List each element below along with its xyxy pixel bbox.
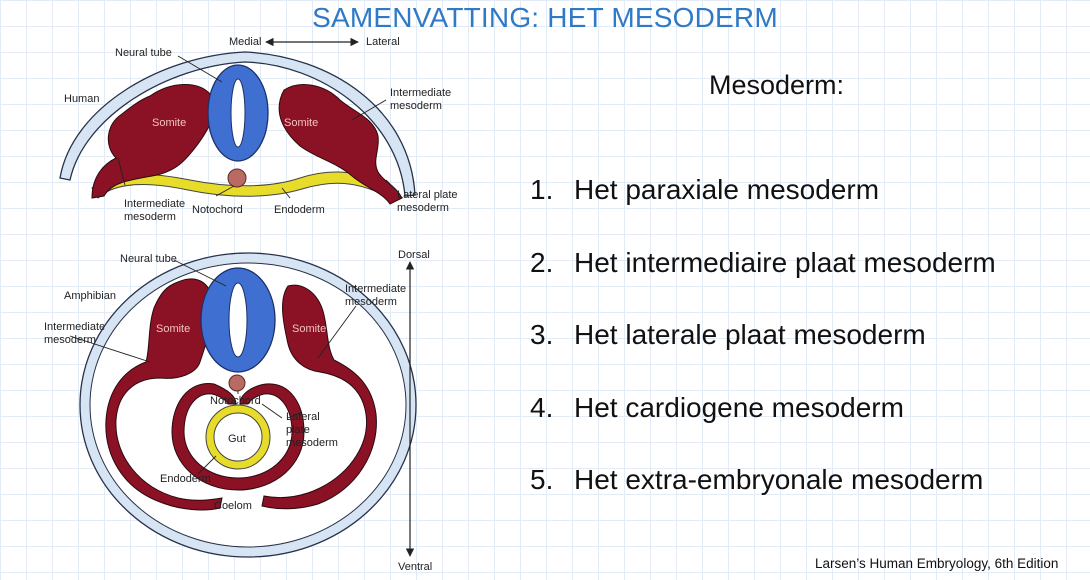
amphibian-species-label: Amphibian xyxy=(64,290,116,302)
axis-lateral-label: Lateral xyxy=(366,36,400,48)
amphibian-im-right-label-1: Intermediate xyxy=(345,283,406,295)
human-notochord xyxy=(227,168,247,188)
amphibian-notochord-label: Notochord xyxy=(210,395,261,407)
human-im-right-label-2: mesoderm xyxy=(390,100,442,112)
amphibian-neural-tube-label: Neural tube xyxy=(120,253,177,265)
human-lateral-plate-label-1: Lateral plate xyxy=(397,189,458,201)
human-embryo-diagram: Medial Lateral Human Neural tube Somite … xyxy=(59,36,458,223)
human-neural-canal xyxy=(230,78,246,148)
amphibian-notochord xyxy=(228,374,246,392)
human-species-label: Human xyxy=(64,93,99,105)
amphibian-im-left-label-2: mesoderm xyxy=(44,334,96,346)
list-item: 5.Het extra-embryonale mesoderm xyxy=(530,464,984,495)
amphibian-endoderm-label: Endoderm xyxy=(160,473,211,485)
human-neural-tube-label: Neural tube xyxy=(115,47,172,59)
amphibian-gut-label: Gut xyxy=(228,433,246,445)
amphibian-lateral-plate-label-3: mesoderm xyxy=(286,437,338,449)
human-notochord-label: Notochord xyxy=(192,204,243,216)
human-ectoderm xyxy=(59,51,416,197)
list-item-label: Het cardiogene mesoderm xyxy=(574,391,904,423)
amphibian-lateral-plate-label-1: Lateral xyxy=(286,411,320,423)
list-item-label: Het intermediaire plaat mesoderm xyxy=(574,246,996,278)
amphibian-splanchnic-mesoderm xyxy=(171,383,305,491)
list-item: 2.Het intermediaire plaat mesoderm xyxy=(530,246,996,278)
human-somite-right-label: Somite xyxy=(284,117,318,129)
mesoderm-heading: Mesoderm: xyxy=(709,70,845,100)
human-lateral-plate-label-2: mesoderm xyxy=(397,202,449,214)
amphibian-coelom-label: Coelom xyxy=(214,500,252,512)
list-item: 1.Het paraxiale mesoderm xyxy=(530,174,880,205)
amphibian-left-mesoderm xyxy=(105,278,223,511)
amphibian-neural-canal xyxy=(228,282,248,358)
axis-ventral-label: Ventral xyxy=(398,561,432,573)
amphibian-somite-left-label: Somite xyxy=(156,323,190,335)
human-im-left-label-1: Intermediate xyxy=(124,198,185,210)
source-citation: Larsen’s Human Embryology, 6th Edition xyxy=(815,556,1059,571)
list-item-label: Het laterale plaat mesoderm xyxy=(574,319,926,350)
human-somite-left-label: Somite xyxy=(152,117,186,129)
amphibian-im-right-label-2: mesoderm xyxy=(345,296,397,308)
amphibian-gut-lumen xyxy=(213,412,263,462)
axis-dorsal-label: Dorsal xyxy=(398,249,430,261)
amphibian-somite-right-label: Somite xyxy=(292,323,326,335)
human-im-right-label-1: Intermediate xyxy=(390,87,451,99)
amphibian-embryo-diagram: Dorsal Ventral Amphibian Neural tube Som… xyxy=(44,249,432,573)
mesoderm-diagrams: Medial Lateral Human Neural tube Somite … xyxy=(44,36,458,573)
list-item: 3.Het laterale plaat mesoderm xyxy=(530,319,926,350)
human-im-left-label-2: mesoderm xyxy=(124,211,176,223)
list-item-label: Het paraxiale mesoderm xyxy=(574,174,880,205)
human-endoderm-label: Endoderm xyxy=(274,204,325,216)
amphibian-lateral-plate-label-2: plate xyxy=(286,424,310,436)
list-item-label: Het extra-embryonale mesoderm xyxy=(574,464,984,495)
mesoderm-types-list: 1.Het paraxiale mesoderm 2.Het intermedi… xyxy=(530,174,996,537)
axis-medial-label: Medial xyxy=(229,36,261,48)
amphibian-right-mesoderm xyxy=(261,284,377,510)
list-item: 4.Het cardiogene mesoderm xyxy=(530,391,904,423)
slide-title: SAMENVATTING: HET MESODERM xyxy=(312,2,778,33)
amphibian-im-left-label-1: Intermediate xyxy=(44,321,105,333)
